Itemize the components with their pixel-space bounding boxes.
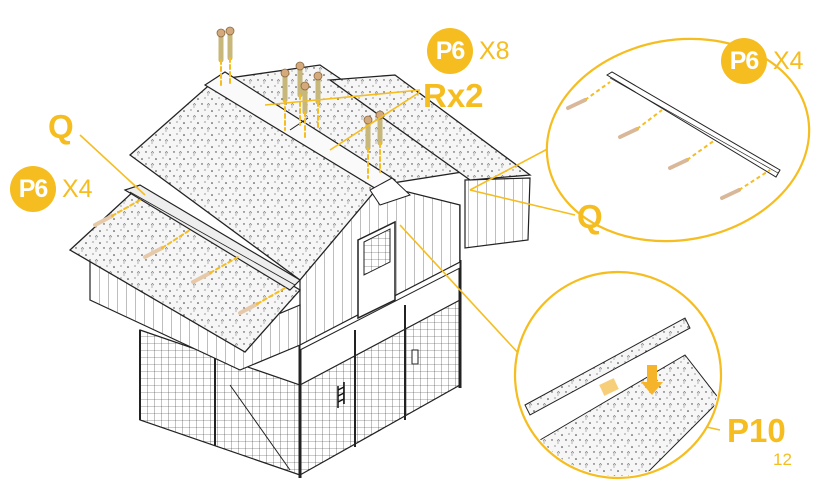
part-badge: P6 (10, 166, 56, 212)
ridge-tape-label: P10 (727, 412, 786, 449)
ridge-cap-label: Rx2 (423, 77, 484, 114)
detail-trim-label: Q (577, 198, 603, 235)
quantity-label: X8 (479, 36, 510, 65)
trim-screw-detail (545, 37, 811, 243)
callout-left-screws: P6 X4 (10, 166, 93, 212)
quantity-label: X4 (62, 174, 93, 203)
roof (68, 64, 532, 353)
part-badge: P6 (427, 28, 473, 74)
page-number: 12 (773, 450, 792, 469)
left-trim-label: Q (48, 108, 74, 145)
callout-detail-screws: P6 X4 (721, 38, 804, 84)
callout-top-screws: P6 X8 (427, 28, 510, 74)
part-badge: P6 (721, 38, 767, 84)
quantity-label: X4 (773, 46, 804, 75)
ridge-cap-detail (513, 270, 723, 480)
screws (93, 26, 385, 315)
